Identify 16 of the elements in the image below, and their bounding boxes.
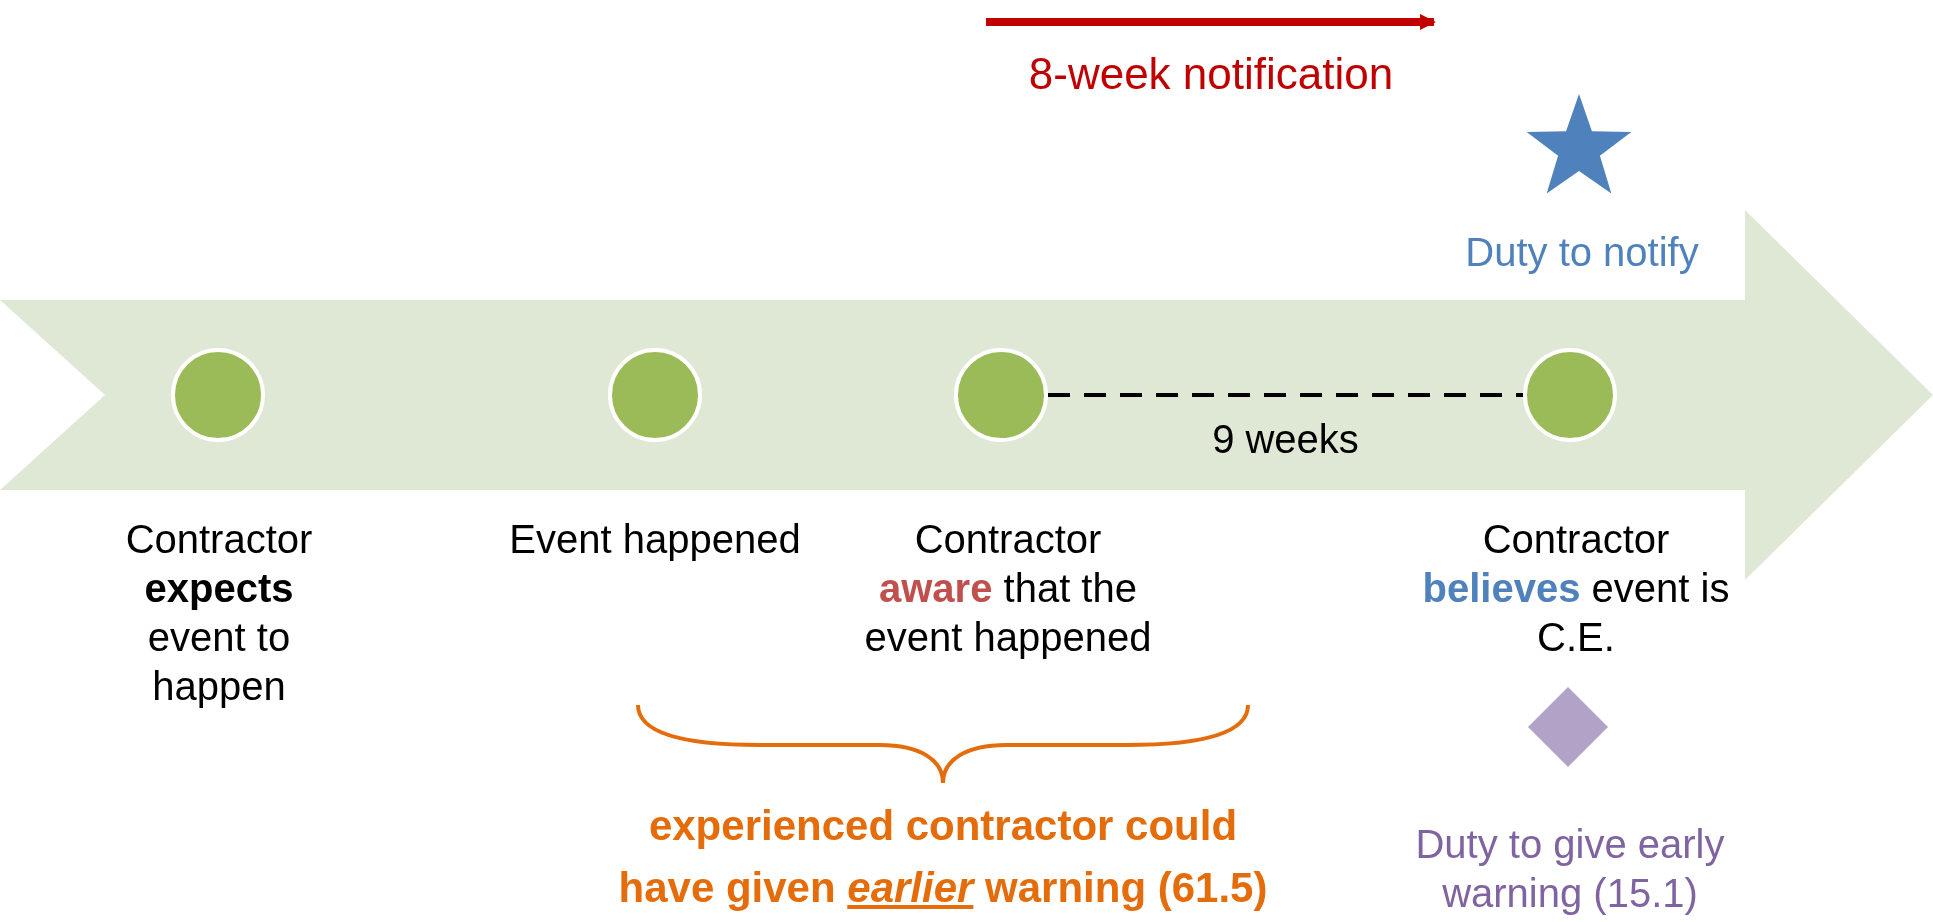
connector-line — [1048, 393, 1523, 397]
milestone-circle — [608, 348, 702, 442]
annotation-text: 8-week notification — [1027, 48, 1395, 100]
star-icon — [1526, 94, 1632, 194]
node-caption: Duty to notify — [1464, 229, 1700, 276]
node-caption: Event happened — [508, 516, 802, 563]
node-caption: Duty to give early warning (15.1) — [1414, 821, 1726, 917]
edge-label: 9 weeks — [1212, 416, 1359, 463]
milestone-circle — [954, 348, 1048, 442]
annotation-text: experienced contractor could have given earlier warning (61.5) — [617, 801, 1269, 913]
milestone-circle — [171, 348, 265, 442]
diamond-icon — [1528, 687, 1608, 767]
node-caption: Contractor aware that the event happened — [863, 516, 1153, 661]
milestone-circle — [1523, 348, 1617, 442]
annotation-text: Contractor believes event is C.E. — [1421, 516, 1731, 661]
node-caption: Contractor expects event to happen — [124, 516, 314, 710]
